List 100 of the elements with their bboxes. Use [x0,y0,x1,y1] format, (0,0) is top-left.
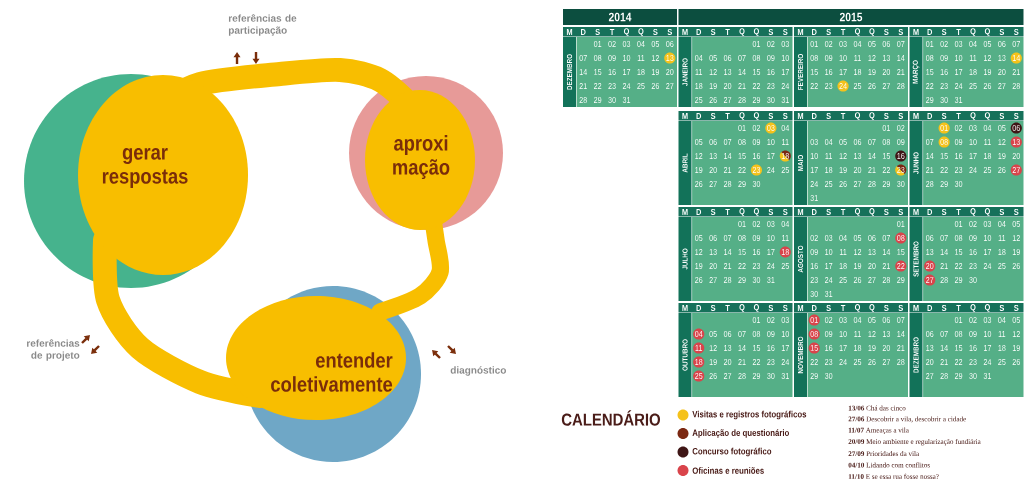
day-number: 28 [868,181,876,187]
weekday-letter: M [797,113,804,119]
day-number: 03 [954,41,963,47]
weekday-letter: Q [854,208,861,216]
day-number: 01 [954,221,963,227]
day-number: 25 [983,167,992,173]
day-number: 27 [882,359,890,365]
day-number: 19 [709,359,717,365]
day-number: 10 [767,235,775,241]
day-number: 24 [983,359,992,365]
day-number: 10 [983,235,992,241]
weekday-letter: Q [854,304,861,312]
day-number: 25 [781,263,789,269]
day-number: 02 [824,317,833,323]
day-number: 03 [983,317,992,323]
weekday-letter: D [927,209,933,215]
weekday-letter: Q [984,208,990,216]
day-number: 25 [969,83,977,89]
day-number: 24 [767,167,775,173]
weekday-letter: T [725,209,730,215]
weekday-letter: Q [739,112,745,120]
day-number: 15 [940,153,948,159]
day-number: 16 [969,345,977,351]
day-number: 27 [926,373,934,379]
day-number: 26 [695,277,703,283]
day-number: 13 [709,249,717,255]
day-number: 04 [637,41,645,47]
day-number: 26 [868,83,876,89]
day-number: 11 [637,55,645,61]
weekday-letter: S [783,208,788,216]
day-number: 21 [926,167,934,173]
day-number: 21 [723,263,732,269]
day-number: 10 [781,331,789,337]
day-number: 22 [810,83,818,89]
weekday-letter: M [682,29,688,35]
day-number: 26 [1012,359,1020,365]
day-number: 06 [709,139,717,145]
weekday-letter: Q [869,304,875,312]
day-number: 28 [738,373,746,379]
weekday-letter: S [999,112,1005,120]
day-number: 13 [854,153,862,159]
weekday-letter: S [783,112,788,120]
day-number: 18 [854,69,862,75]
day-number: 15 [955,345,963,351]
day-number: 24 [983,263,992,269]
day-number: 24 [767,263,775,269]
day-number: 20 [868,263,876,269]
day-number: 09 [969,235,977,241]
day-number: 15 [926,69,934,75]
day-number: 17 [767,153,775,159]
weekday-letter: S [898,28,903,36]
day-number: 10 [825,249,833,255]
day-number: 05 [868,317,876,323]
day-number: 07 [897,41,905,47]
weekday-letter: S [898,304,903,312]
day-number: 23 [969,359,977,365]
day-number: 31 [954,97,963,103]
day-number: 02 [824,41,833,47]
day-number: 23 [954,167,963,173]
day-number: 05 [983,41,992,47]
day-number: 01 [738,221,746,227]
day-number: 25 [839,277,847,283]
day-number: 09 [752,235,761,241]
day-number: 16 [825,345,833,351]
day-number: 07 [1012,41,1020,47]
day-number: 07 [579,55,587,61]
day-number: 01 [810,41,818,47]
day-number: 31 [767,277,775,283]
day-number: 28 [723,277,732,283]
day-number: 24 [839,359,847,365]
day-number: 02 [752,125,761,131]
legend-label: Concurso fotográfico [692,447,772,457]
weekday-letter: D [927,113,933,119]
day-number: 04 [853,317,862,323]
day-number: 19 [839,167,847,173]
day-number: 12 [709,345,717,351]
day-number: 14 [897,331,905,337]
day-number: 27 [853,181,862,187]
day-number: 26 [998,167,1006,173]
day-number: 25 [998,359,1006,365]
day-number: 26 [1012,263,1020,269]
day-number: 23 [767,359,775,365]
day-number: 01 [954,317,963,323]
day-number: 26 [853,277,862,283]
day-number: 20 [709,263,717,269]
day-number: 26 [651,83,660,89]
marked-day: 25 [693,370,705,382]
day-number: 02 [767,41,775,47]
day-number: 24 [810,181,818,187]
day-number: 06 [853,139,862,145]
day-number: 08 [752,55,761,61]
year-band: 2014 [563,9,677,25]
day-number: 25 [695,97,703,103]
day-number: 29 [940,181,948,187]
day-number: 19 [695,263,703,269]
day-number: 06 [925,235,934,241]
day-number: 12 [695,249,703,255]
day-number: 19 [854,263,862,269]
day-number: 02 [767,317,775,323]
day-number: 30 [767,373,775,379]
